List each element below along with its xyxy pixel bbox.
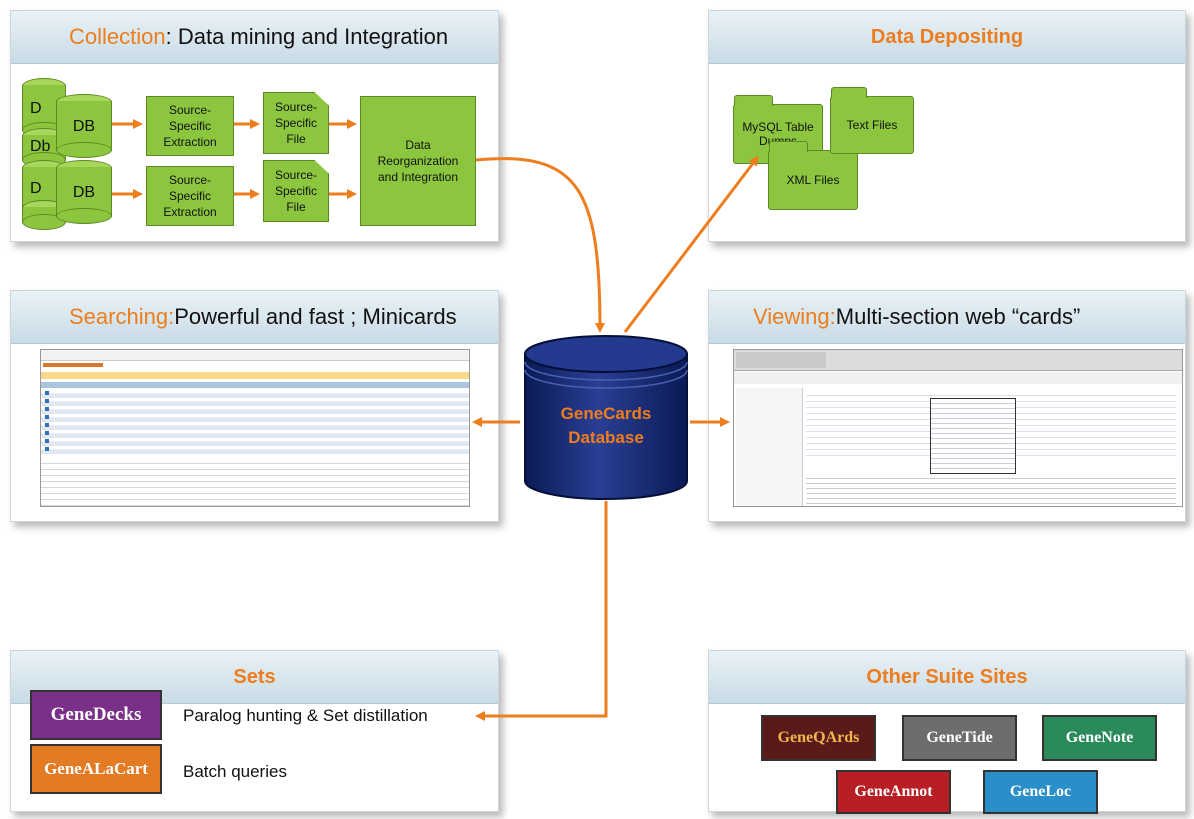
- geneqards-logo[interactable]: GeneQArds: [761, 715, 876, 761]
- database-cylinder-graphic: [524, 335, 688, 500]
- genealacart-description: Batch queries: [183, 762, 287, 781]
- genedecks-description: Paralog hunting & Set distillation: [183, 706, 428, 725]
- genealacart-logo[interactable]: GeneALaCart: [30, 744, 162, 794]
- source-extraction-box-1: Source- Specific Extraction: [146, 96, 234, 156]
- source-file-1: Source- Specific File: [263, 92, 329, 154]
- database-label: GeneCards Database: [560, 404, 652, 447]
- collection-title: Collection: Data mining and Integration: [11, 11, 498, 64]
- db-cylinder-6: DB: [56, 160, 112, 224]
- text-folder: Text Files: [830, 87, 914, 154]
- db-cylinder-3: DB: [56, 94, 112, 158]
- source-extraction-box-2: Source- Specific Extraction: [146, 166, 234, 226]
- xml-folder: XML Files: [768, 141, 858, 210]
- geneannot-logo[interactable]: GeneAnnot: [836, 770, 951, 814]
- db-cylinder-5: [22, 200, 66, 230]
- searching-title: Searching: Powerful and fast ; Minicards: [11, 291, 498, 344]
- genedecks-logo[interactable]: GeneDecks: [30, 690, 162, 740]
- viewing-title: Viewing: Multi-section web “cards”: [709, 291, 1185, 344]
- depositing-title: Data Depositing: [709, 11, 1185, 64]
- data-reorganization-box: Data Reorganization and Integration: [360, 96, 476, 226]
- geneloc-logo[interactable]: GeneLoc: [983, 770, 1098, 814]
- search-results-screenshot: [40, 349, 470, 507]
- other-sites-title: Other Suite Sites: [709, 651, 1185, 704]
- genetide-logo[interactable]: GeneTide: [902, 715, 1017, 761]
- genecard-screenshot: [733, 349, 1183, 507]
- genenote-logo[interactable]: GeneNote: [1042, 715, 1157, 761]
- genecards-database-cylinder: GeneCards Database: [523, 334, 689, 501]
- source-file-2: Source- Specific File: [263, 160, 329, 222]
